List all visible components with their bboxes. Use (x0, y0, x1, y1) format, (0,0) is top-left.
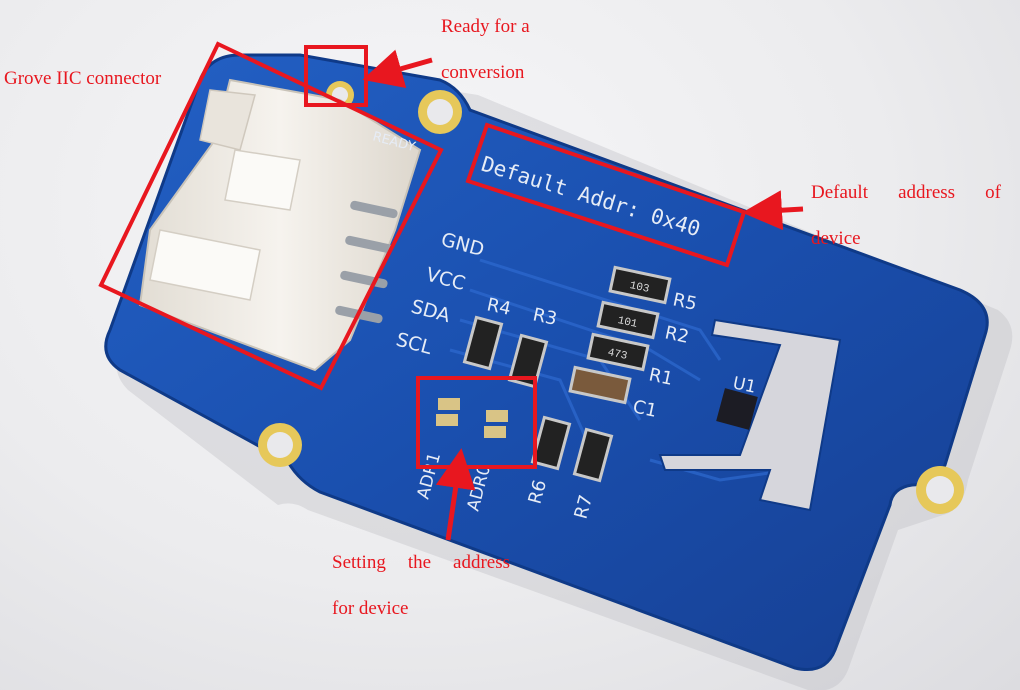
grove-connector-callout: Grove IIC connector (4, 56, 161, 102)
default-text-line2: device (811, 228, 861, 249)
r2-label: R2 (663, 322, 691, 348)
setting-text-line2: for device (332, 598, 409, 619)
grove-connector-text: Grove IIC connector (4, 68, 162, 89)
r2-code: 101 (616, 315, 638, 331)
default-text-line1: Default address of (811, 182, 1001, 203)
annotation-boxes (98, 41, 747, 469)
r3-label: R3 (531, 304, 559, 330)
r1-label: R1 (647, 364, 675, 390)
r5-label: R5 (671, 289, 699, 315)
c1-label: C1 (631, 396, 659, 422)
r1-code: 473 (606, 347, 628, 363)
mounting-holes (258, 81, 964, 514)
default-address-box (465, 122, 747, 268)
grove-connector-box (98, 41, 444, 391)
u1-chip (716, 388, 758, 430)
ready-text-line2: conversion (441, 62, 525, 83)
r5-code: 103 (628, 280, 650, 296)
ready-text-line1: Ready for a (441, 16, 530, 37)
default-arrow (742, 190, 804, 231)
r4-label: R4 (485, 294, 513, 320)
setting-callout: Setting the address for device (332, 540, 510, 632)
sensor-cutout (658, 318, 842, 512)
u1-label: U1 (731, 373, 758, 397)
setting-arrow (435, 448, 476, 541)
address-pads (436, 398, 508, 438)
ready-callout: Ready for a conversion (441, 4, 530, 96)
default-callout: Default address of device (811, 170, 1001, 262)
smd-components: 103 101 473 (462, 265, 672, 483)
address-pads-box (416, 376, 537, 469)
annotation-arrows (362, 49, 804, 541)
ready-arrow (362, 49, 433, 89)
setting-text-line1: Setting the address (332, 552, 510, 573)
